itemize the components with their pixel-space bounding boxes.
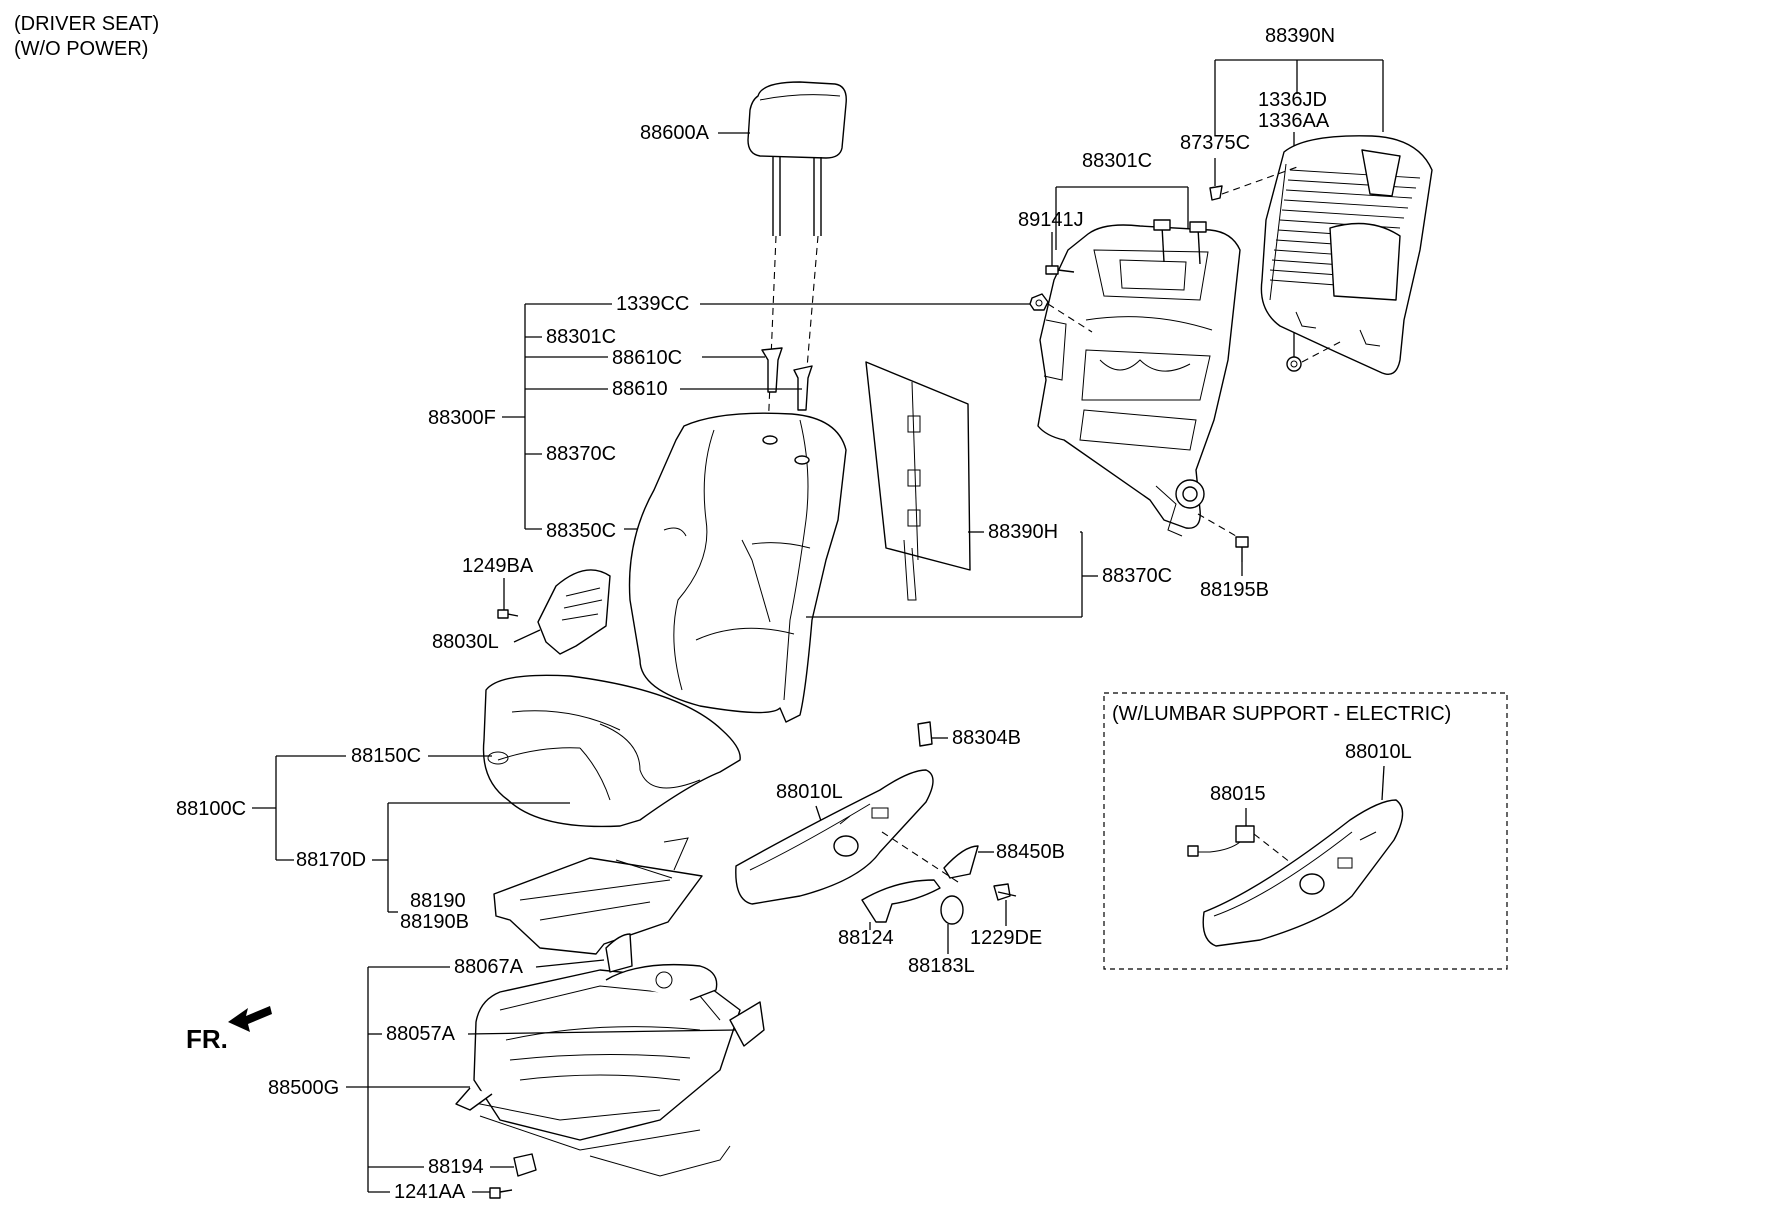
- label-87375C: 87375C: [1180, 132, 1250, 154]
- lever-88450B-part[interactable]: [943, 845, 979, 879]
- seat-track-assembly-part[interactable]: [455, 963, 765, 1177]
- clip-88194-part[interactable]: [513, 1153, 537, 1177]
- label-88015: 88015: [1210, 783, 1266, 805]
- screw-1229DE-part[interactable]: [993, 883, 1017, 901]
- label-88170D: 88170D: [296, 849, 366, 871]
- label-89141J: 89141J: [1018, 209, 1084, 231]
- heater-mat-88190-part[interactable]: [493, 837, 703, 955]
- seatback-cover-part[interactable]: [628, 412, 847, 723]
- label-88610: 88610: [612, 378, 668, 400]
- bracket-88500G: [346, 959, 737, 1193]
- label-1336AA: 1336AA: [1258, 110, 1330, 132]
- clip-87375C[interactable]: [1209, 185, 1223, 201]
- label-88370C-right: 88370C: [1102, 565, 1172, 587]
- label-88350C: 88350C: [546, 520, 616, 542]
- label-88390N: 88390N: [1265, 25, 1335, 47]
- cap-88183L-part[interactable]: [940, 895, 964, 925]
- label-1249BA: 1249BA: [462, 555, 534, 577]
- front-direction-arrow-icon: [228, 1006, 272, 1032]
- lumbar-box-title: (W/LUMBAR SUPPORT - ELECTRIC): [1112, 703, 1451, 725]
- label-88010L-lumbar: 88010L: [1345, 741, 1412, 763]
- seatback-pad-part[interactable]: [865, 361, 971, 601]
- label-88190: 88190: [410, 890, 466, 912]
- label-88301C: 88301C: [546, 326, 616, 348]
- side-shield-88010L-part[interactable]: [735, 769, 934, 905]
- front-direction-label: FR.: [186, 1024, 228, 1054]
- fastener-1336JD[interactable]: [1286, 356, 1302, 372]
- nut-1339CC[interactable]: [1029, 293, 1049, 311]
- label-88124: 88124: [838, 927, 894, 949]
- label-88450B: 88450B: [996, 841, 1065, 863]
- bolt-89141J[interactable]: [1045, 265, 1075, 275]
- screw-1249BA[interactable]: [497, 609, 519, 619]
- label-88370C-left: 88370C: [546, 443, 616, 465]
- label-88390H: 88390H: [988, 521, 1058, 543]
- label-88183L: 88183L: [908, 955, 975, 977]
- lumbar-side-shield-part[interactable]: [1202, 799, 1404, 947]
- label-88190B: 88190B: [400, 911, 469, 933]
- knob-88304B-part[interactable]: [917, 721, 933, 747]
- label-88010L: 88010L: [776, 781, 843, 803]
- label-1339CC: 1339CC: [616, 293, 689, 315]
- label-88100C: 88100C: [176, 798, 246, 820]
- label-1336JD: 1336JD: [1258, 89, 1327, 111]
- label-88500G: 88500G: [268, 1077, 339, 1099]
- bracket-88067A-part[interactable]: [605, 933, 633, 973]
- bracket-88100C: [252, 755, 492, 861]
- lumbar-switch-88015-part[interactable]: [1187, 825, 1255, 857]
- screw-1241AA-part[interactable]: [489, 1187, 513, 1199]
- label-1229DE: 1229DE: [970, 927, 1042, 949]
- seatback-panel-part[interactable]: [1260, 135, 1433, 375]
- headrest-guide-part[interactable]: [761, 347, 813, 411]
- bolt-88195B[interactable]: [1197, 513, 1249, 562]
- side-cover-88030L-part[interactable]: [537, 569, 611, 655]
- seatback-frame-part[interactable]: [1037, 219, 1241, 537]
- label-88150C: 88150C: [351, 745, 421, 767]
- label-88300F: 88300F: [428, 407, 496, 429]
- label-88301C-top: 88301C: [1082, 150, 1152, 172]
- label-88195B: 88195B: [1200, 579, 1269, 601]
- lever-88124-part[interactable]: [861, 879, 941, 923]
- label-88067A: 88067A: [454, 956, 524, 978]
- label-88057A: 88057A: [386, 1023, 456, 1045]
- seat-cushion-cover-part[interactable]: [482, 674, 741, 828]
- label-88304B: 88304B: [952, 727, 1021, 749]
- label-88030L: 88030L: [432, 631, 499, 653]
- headrest-part[interactable]: [747, 81, 847, 453]
- header-driver-seat: (DRIVER SEAT): [14, 13, 159, 35]
- label-88610C: 88610C: [612, 347, 682, 369]
- header-without-power: (W/O POWER): [14, 38, 148, 60]
- bracket-88170D: [372, 802, 570, 913]
- label-88194: 88194: [428, 1156, 484, 1178]
- label-88600A: 88600A: [640, 122, 710, 144]
- lumbar-support-box: [1103, 692, 1508, 970]
- label-1241AA: 1241AA: [394, 1181, 466, 1203]
